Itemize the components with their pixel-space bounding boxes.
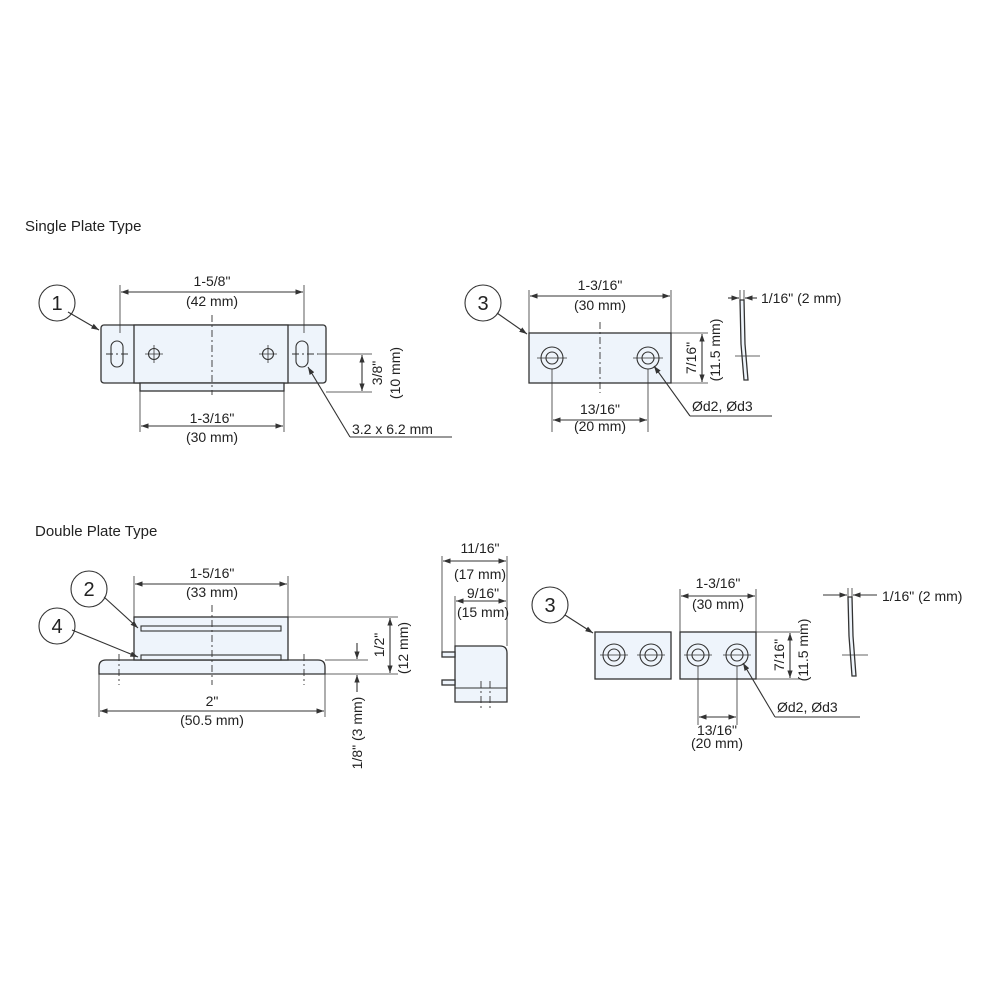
dim-side-depth-in: 11/16": [461, 540, 500, 556]
dim-double-plate-width-in: 1-3/16": [696, 575, 741, 591]
dim-single-plate-holes: Ød2, Ød3: [692, 398, 753, 414]
single-strike-plate-view: [496, 290, 772, 432]
dim-double-plate-pitch-mm: (20 mm): [691, 735, 743, 751]
dim-double-plate-height-in: 7/16": [771, 639, 787, 671]
dim-single-height-in: 3/8": [369, 361, 385, 385]
dim-double-base-in: 2": [206, 693, 219, 709]
dim-side-depth-mm: (17 mm): [454, 566, 506, 582]
callout-1: [38, 284, 76, 322]
dim-single-overall-mm: (42 mm): [186, 293, 238, 309]
dim-double-plate-height-mm: (11.5 mm): [795, 619, 811, 682]
dim-double-plate-holes: Ød2, Ød3: [777, 699, 838, 715]
dim-double-plate-pitch-in: 13/16": [697, 722, 737, 738]
dim-double-plate-thickness: 1/16" (2 mm): [882, 588, 962, 604]
single-magnet-catch-view: [67, 285, 452, 438]
callout-3-double-label: 3: [544, 595, 555, 617]
dim-single-plate-width-in: 1-3/16": [578, 277, 623, 293]
double-magnet-catch-view: [71, 576, 398, 717]
callout-2: [70, 570, 108, 608]
dim-double-body-in: 1-5/16": [190, 565, 235, 581]
dim-double-plate-width-mm: (30 mm): [692, 596, 744, 612]
dim-single-plate-height-mm: (11.5 mm): [707, 319, 723, 382]
dim-double-body-mm: (33 mm): [186, 584, 238, 600]
dim-double-height-in: 1/2": [371, 633, 387, 657]
callout-3-single-label: 3: [477, 293, 488, 315]
dim-single-body-mm: (30 mm): [186, 429, 238, 445]
dim-single-plate-height-in: 7/16": [683, 342, 699, 374]
dim-single-plate-width-mm: (30 mm): [574, 297, 626, 313]
double-side-view: [441, 556, 508, 708]
callout-1-label: 1: [51, 293, 62, 315]
dim-single-plate-pitch-in: 13/16": [580, 401, 620, 417]
dim-double-flange: 1/8" (3 mm): [349, 697, 365, 770]
dim-single-height-mm: (10 mm): [387, 347, 403, 399]
dim-single-body-in: 1-3/16": [190, 410, 235, 426]
callout-2-label: 2: [83, 579, 94, 601]
double-plate-type-title: Double Plate Type: [35, 523, 158, 540]
dim-double-base-mm: (50.5 mm): [180, 712, 244, 728]
dim-single-plate-pitch-mm: (20 mm): [574, 418, 626, 434]
callout-3-double: [531, 586, 569, 624]
dim-side-inner-in: 9/16": [467, 585, 499, 601]
double-strike-plate-view: [564, 588, 877, 725]
callout-4: [38, 607, 76, 645]
dim-side-inner-mm: (15 mm): [457, 604, 509, 620]
callout-3-single: [464, 284, 502, 322]
callout-4-label: 4: [51, 616, 62, 638]
dim-single-overall-in: 1-5/8": [194, 273, 231, 289]
single-plate-type-title: Single Plate Type: [25, 218, 142, 235]
dim-single-plate-thickness: 1/16" (2 mm): [761, 290, 841, 306]
dim-single-slot: 3.2 x 6.2 mm: [352, 421, 433, 437]
dim-double-height-mm: (12 mm): [395, 622, 411, 674]
